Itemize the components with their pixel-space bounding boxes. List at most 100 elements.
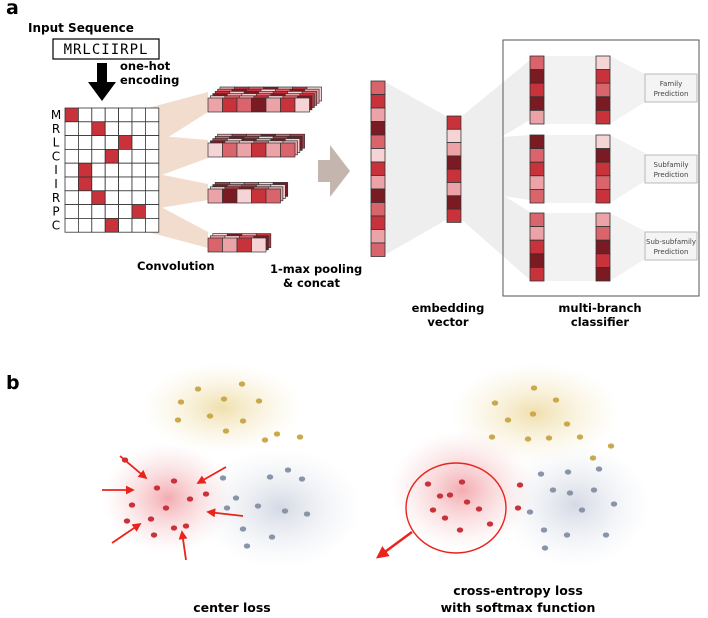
onehot-cell (144, 121, 160, 137)
scatter-point (268, 534, 276, 540)
scatter-point (128, 502, 136, 508)
scatter-point (590, 487, 598, 493)
branch-cell (595, 175, 611, 190)
encoding-label-1: one-hot (120, 59, 171, 73)
onehot-cell (131, 217, 146, 233)
subfamily-prediction-line1: Subfamily (654, 161, 689, 169)
onehot-cell (104, 217, 119, 233)
branch-cell (529, 134, 545, 150)
scatter-point (463, 499, 471, 505)
branch-funnel (544, 135, 596, 203)
branch-cell (529, 110, 545, 125)
row-letter: L (53, 136, 60, 150)
scatter-point (222, 428, 230, 434)
vector-cell (446, 168, 462, 183)
scatter-point (220, 396, 228, 402)
scatter-point (266, 474, 274, 480)
feature-cell (207, 97, 223, 113)
vector-cell (446, 115, 462, 130)
scatter-point (150, 532, 158, 538)
subfamily-prediction-box: Subfamily Prediction (644, 154, 698, 184)
scatter-point (595, 466, 603, 472)
scatter-point (170, 525, 178, 531)
sub-subfamily-prediction-line2: Prediction (654, 248, 689, 256)
family-prediction-line1: Family (660, 80, 683, 88)
branch-cell (595, 134, 611, 150)
feature-cell (236, 237, 252, 253)
row-letter: C (52, 218, 60, 232)
onehot-cell (104, 190, 119, 206)
branch-cell (529, 212, 545, 228)
onehot-cell (64, 135, 79, 150)
feature-cell (251, 97, 267, 113)
onehot-cell (131, 121, 146, 137)
scatter-point (541, 545, 549, 551)
onehot-cell (131, 107, 146, 123)
onehot-cell (118, 107, 133, 123)
vector-cell (370, 229, 386, 244)
cross-entropy-caption-2: with softmax function (441, 600, 596, 615)
scatter-point (177, 399, 185, 405)
scatter-point (475, 506, 483, 512)
onehot-cell (64, 217, 79, 233)
scatter-point (424, 481, 432, 487)
scatter-point (576, 434, 584, 440)
onehot-cell (91, 162, 106, 178)
right-gray-cluster (500, 443, 650, 567)
scatter-point (429, 507, 437, 513)
classifier-branches (529, 55, 645, 282)
onehot-cell (78, 204, 93, 219)
onehot-cell (118, 162, 133, 178)
row-letter: M (51, 108, 61, 122)
onehot-cell (64, 121, 79, 137)
onehot-cell (91, 121, 106, 137)
scatter-point (563, 532, 571, 538)
onehot-cell (91, 135, 106, 150)
scatter-point (516, 482, 524, 488)
scatter-point (552, 397, 560, 403)
branch-cell (595, 161, 611, 177)
onehot-cell (78, 121, 93, 137)
scatter-point (238, 381, 246, 387)
scatter-point (530, 385, 538, 391)
onehot-cell (104, 121, 119, 137)
scatter-point (563, 421, 571, 427)
scatter-point (607, 443, 615, 449)
onehot-cell (78, 148, 93, 164)
sub-subfamily-prediction-box: Sub-subfamily Prediction (644, 231, 698, 261)
branch-cell (595, 188, 611, 204)
feature-cell (236, 142, 252, 158)
vector-cell (370, 188, 386, 203)
onehot-cell (131, 190, 146, 206)
onehot-cell (78, 135, 93, 150)
onehot-cell (131, 204, 146, 219)
onehot-cell (78, 217, 93, 233)
branch-cell (595, 96, 611, 111)
pooling-funnel (385, 82, 446, 255)
branch-cell (595, 212, 611, 228)
vector-cell (370, 215, 386, 230)
scatter-point (281, 508, 289, 514)
scatter-point (239, 418, 247, 424)
feature-cell (207, 188, 223, 204)
sequence-text: MRLCIIRPL (64, 42, 149, 58)
scatter-point (255, 398, 263, 404)
feature-cell (280, 142, 296, 158)
sub-subfamily-prediction-line1: Sub-subfamily (646, 238, 696, 246)
pooling-label-1: 1-max pooling (270, 262, 362, 276)
onehot-cell (91, 204, 106, 219)
embedding-vector (446, 115, 462, 223)
scatter-point (564, 469, 572, 475)
onehot-cell (144, 162, 160, 178)
row-letter: I (54, 163, 58, 177)
onehot-cell (104, 107, 119, 123)
scatter-point (239, 526, 247, 532)
scatter-point (514, 505, 522, 511)
onehot-cell (64, 107, 79, 123)
scatter-point (486, 521, 494, 527)
onehot-cell (91, 176, 106, 192)
scatter-point (537, 471, 545, 477)
onehot-cell (64, 176, 79, 192)
onehot-cell (118, 135, 133, 150)
